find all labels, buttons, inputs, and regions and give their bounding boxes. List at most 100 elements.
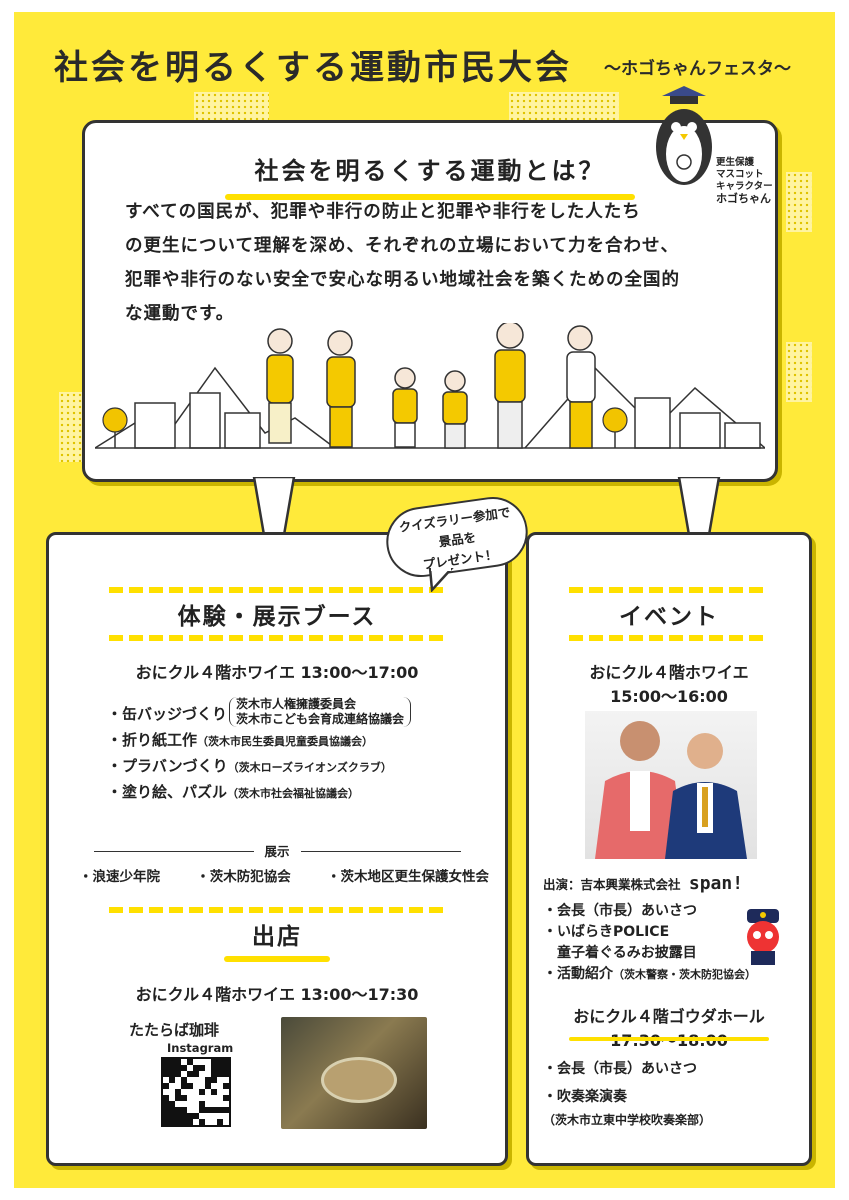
performer-line: 出演：吉本興業株式会社 span! — [543, 873, 743, 894]
qr-module — [211, 1107, 217, 1113]
qr-module — [163, 1095, 169, 1101]
list-item: ・塗り絵、パズル（茨木市社会福祉協議会） — [107, 781, 497, 807]
qr-module — [163, 1059, 169, 1065]
qr-module — [175, 1107, 181, 1113]
qr-module — [163, 1119, 169, 1125]
exhibit-list: ・浪速少年院 ・茨木防犯協会 ・茨木地区更生保護女性会 — [79, 865, 489, 885]
qr-module — [181, 1119, 187, 1125]
people-illustration — [266, 323, 596, 449]
org-line: 茨木市こども会育成連絡協議会 — [236, 712, 405, 726]
tape-decoration — [786, 172, 812, 232]
qr-module — [199, 1107, 205, 1113]
qr-module — [217, 1119, 223, 1125]
intro-line: の更生について理解を深め、それぞれの立場において力を合わせ、 — [125, 236, 679, 256]
coffee-photo — [281, 1017, 427, 1129]
qr-module — [217, 1107, 223, 1113]
qr-module — [223, 1071, 229, 1077]
booth-item-org: （茨木ローズライオンズクラブ） — [227, 761, 392, 774]
list-item: ・いばらきPOLICE — [543, 924, 670, 940]
exhibit-item: ・茨木防犯協会 — [196, 869, 291, 885]
stripe-decoration — [109, 907, 445, 913]
booth-location: おにクル４階ホワイエ 13:00〜17:00 — [135, 663, 419, 682]
booth-item-name: ・塗り絵、パズル — [107, 783, 228, 801]
intro-line: 犯罪や非行のない安全で安心な明るい地域社会を築くための全国的 — [125, 270, 680, 290]
qr-module — [187, 1113, 193, 1119]
tape-decoration — [786, 342, 812, 402]
qr-module — [175, 1059, 181, 1065]
qr-module — [163, 1113, 169, 1119]
qr-module — [211, 1077, 217, 1083]
quiz-bubble: クイズラリー参加で 景品を プレゼント！ — [381, 492, 536, 592]
bubble-tail — [428, 568, 454, 592]
qr-module — [199, 1101, 205, 1107]
qr-code[interactable] — [161, 1057, 231, 1127]
event-item-name: ・活動紹介 — [543, 966, 613, 982]
org-line: 茨木市人権擁護委員会 — [236, 697, 357, 711]
qr-module — [193, 1071, 199, 1077]
exhibit-label: 展示 — [264, 844, 290, 859]
qr-module — [187, 1059, 193, 1065]
booth-title: 体験・展示ブース — [177, 604, 377, 630]
list-item: ・会長（市長）あいさつ — [543, 1061, 697, 1077]
bubble-body: クイズラリー参加で 景品を プレゼント！ — [381, 492, 533, 582]
qr-module — [169, 1101, 175, 1107]
instagram-label: Instagram — [167, 1041, 234, 1055]
list-item: 童子着ぐるみお披露目 — [543, 945, 697, 961]
qr-module — [175, 1089, 181, 1095]
list-item: ・吹奏楽演奏 — [543, 1089, 627, 1105]
mascot-hogochan: 更生保護 マスコット キャラクター ホゴちゃん — [644, 82, 784, 205]
tape-decoration — [509, 92, 619, 122]
title-underline — [569, 1026, 769, 1045]
qr-module — [169, 1119, 175, 1125]
shop-location: おにクル４階ホワイエ 13:00〜17:30 — [135, 985, 419, 1004]
qr-module — [217, 1065, 223, 1071]
vendor-name: たたらば珈琲 — [129, 1021, 220, 1039]
event-time-1: 15:00〜16:00 — [610, 687, 728, 706]
qr-module — [181, 1095, 187, 1101]
performer-name: span! — [688, 873, 744, 894]
performer-prefix: 出演：吉本興業株式会社 — [543, 877, 681, 892]
qr-module — [169, 1065, 175, 1071]
stripe-decoration — [569, 635, 769, 641]
intro-body: すべての国民が、犯罪や非行の防止と犯罪や非行をした人たち の更生について理解を深… — [125, 195, 735, 331]
qr-module — [223, 1107, 229, 1113]
list-item: ・会長（市長）あいさつ — [543, 903, 697, 919]
qr-module — [223, 1059, 229, 1065]
qr-module — [223, 1065, 229, 1071]
divider — [301, 851, 461, 852]
intro-title: 社会を明るくする運動とは？ — [254, 157, 606, 185]
qr-module — [181, 1113, 187, 1119]
event-list-2: ・会長（市長）あいさつ ・吹奏楽演奏 — [543, 1055, 697, 1111]
booth-item-name: ・缶バッジづくり — [107, 705, 228, 723]
penguin-mascot-icon — [656, 86, 712, 185]
stripe-decoration — [109, 635, 445, 641]
mascot-label: キャラクター — [716, 181, 773, 192]
qr-module — [211, 1089, 217, 1095]
qr-module — [175, 1119, 181, 1125]
qr-module — [199, 1119, 205, 1125]
intro-line: すべての国民が、犯罪や非行の防止と犯罪や非行をした人たち — [125, 202, 641, 222]
qr-module — [163, 1065, 169, 1071]
ribbon-decoration — [252, 477, 296, 537]
booth-item-name: ・折り紙工作 — [107, 731, 198, 749]
title-underline — [224, 947, 330, 966]
shop-title: 出店 — [252, 924, 302, 950]
town-illustration — [95, 366, 765, 449]
event-location-2: おにクル４階ゴウダホール — [573, 1007, 765, 1026]
booth-item-name: ・プラバンづくり — [107, 757, 228, 775]
qr-module — [211, 1071, 217, 1077]
qr-module — [193, 1113, 199, 1119]
list-item: ・活動紹介（茨木警察・茨木防犯協会） — [543, 964, 756, 985]
qr-module — [181, 1077, 187, 1083]
booth-item-org: 茨木市人権擁護委員会 茨木市こども会育成連絡協議会 — [229, 697, 412, 727]
qr-module — [163, 1083, 169, 1089]
list-item: ・缶バッジづくり 茨木市人権擁護委員会 茨木市こども会育成連絡協議会 — [107, 695, 497, 729]
qr-module — [169, 1077, 175, 1083]
performer-photo — [585, 711, 757, 859]
tape-decoration — [59, 392, 85, 462]
qr-module — [217, 1071, 223, 1077]
qr-module — [217, 1059, 223, 1065]
performers-illustration — [595, 721, 747, 859]
qr-module — [175, 1071, 181, 1077]
qr-module — [163, 1101, 169, 1107]
